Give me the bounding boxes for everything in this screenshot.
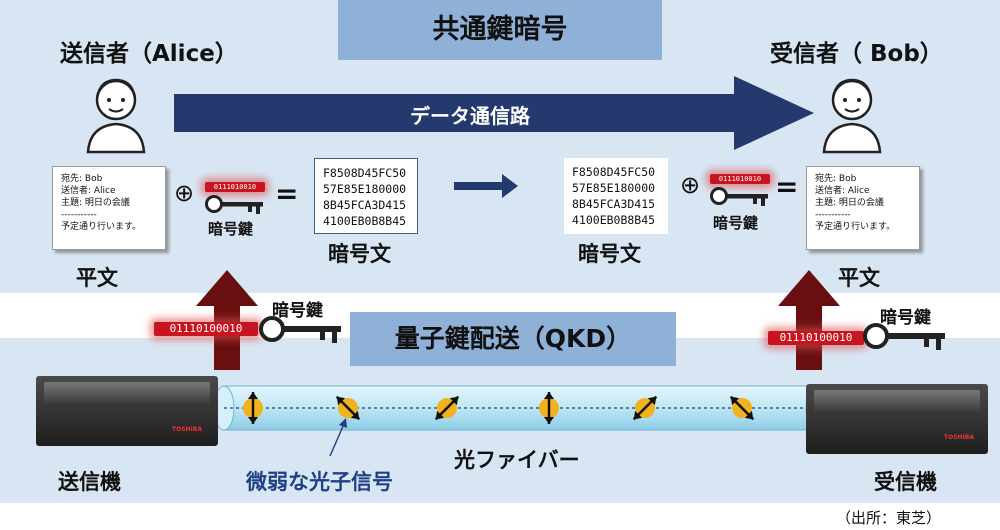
source-credit: （出所：東芝） <box>836 509 942 527</box>
qkd-key-label: 暗号鍵 <box>880 308 931 328</box>
key-icon <box>205 195 263 214</box>
cipher-line: 4100EB0B8B45 <box>572 213 656 227</box>
cipher-line: 4100EB0B8B45 <box>323 214 407 228</box>
qkd-title: 量子鍵配送（QKD） <box>350 312 676 366</box>
server-top-panel <box>814 390 980 412</box>
server-brand-logo: TOSHIBA <box>944 434 974 441</box>
receiver-plaintext-label: 平文 <box>838 266 880 290</box>
doc-line: ----------- <box>815 210 851 220</box>
sender-person-icon <box>86 78 146 154</box>
key-label: 暗号鍵 <box>713 214 759 232</box>
photon <box>335 395 361 421</box>
photon-pointer <box>329 418 347 457</box>
receiver-plaintext-document: 宛先: Bob 送信者: Alice 主題: 明日の会議 -----------… <box>806 166 920 250</box>
key-bits: 0111010010 <box>710 174 770 184</box>
sender-plaintext-label: 平文 <box>76 266 118 290</box>
key-label: 暗号鍵 <box>208 220 254 238</box>
cipher-line: 57E85E180000 <box>572 181 656 195</box>
polarization-arrow <box>729 395 755 421</box>
key-bits: 0111010010 <box>205 182 265 192</box>
doc-line: 宛先: Bob <box>61 174 103 184</box>
receiver-label: 受信者（ Bob） <box>770 41 943 67</box>
key-icon <box>710 187 768 206</box>
polarization-arrow <box>248 392 258 424</box>
receiver-ciphertext-box: F8508D45FC50 57E85E180000 8B45FCA3D415 4… <box>564 158 668 234</box>
qkd-key-bits: 01110100010 <box>154 322 258 336</box>
server-brand-logo: TOSHIBA <box>172 426 202 433</box>
doc-line: 予定通り行います。 <box>61 222 142 232</box>
symmetric-crypto-title: 共通鍵暗号 <box>338 0 662 60</box>
data-channel-arrow <box>174 76 814 150</box>
key-delivery-up-arrow-left <box>196 270 258 370</box>
doc-line: ----------- <box>61 210 97 220</box>
sender-device-label: 送信機 <box>58 470 121 494</box>
photon <box>632 395 658 421</box>
server-top-panel <box>44 382 210 404</box>
qkd-key-label: 暗号鍵 <box>272 301 323 321</box>
doc-line: 送信者: Alice <box>815 186 870 196</box>
cipher-line: 8B45FCA3D415 <box>572 197 656 211</box>
data-channel-label: データ通信路 <box>410 104 530 128</box>
equals-symbol: = <box>275 177 299 210</box>
sender-ciphertext-label: 暗号文 <box>328 242 391 266</box>
cipher-line: F8508D45FC50 <box>572 165 656 179</box>
cipher-line: 8B45FCA3D415 <box>323 198 407 212</box>
photon <box>243 392 263 424</box>
polarization-arrow <box>632 395 658 421</box>
xor-symbol: ⊕ <box>174 179 195 207</box>
photon <box>729 395 755 421</box>
qkd-key-icon <box>863 323 945 350</box>
receiver-device-label: 受信機 <box>874 470 937 494</box>
fiber-label: 光ファイバー <box>454 448 580 472</box>
sender-ciphertext-box: F8508D45FC50 57E85E180000 8B45FCA3D415 4… <box>314 158 418 234</box>
receiver-person-icon <box>822 78 882 154</box>
key-delivery-up-arrow-right <box>778 270 840 370</box>
sender-device-server: TOSHIBA <box>36 376 218 446</box>
polarization-arrow <box>434 395 460 421</box>
cipher-line: 57E85E180000 <box>323 182 407 196</box>
sender-plaintext-document: 宛先: Bob 送信者: Alice 主題: 明日の会議 -----------… <box>52 166 166 250</box>
doc-line: 宛先: Bob <box>815 174 857 184</box>
photon <box>539 392 559 424</box>
doc-line: 主題: 明日の会議 <box>815 198 884 208</box>
xor-symbol: ⊕ <box>680 171 701 199</box>
doc-line: 主題: 明日の会議 <box>61 198 130 208</box>
receiver-ciphertext-label: 暗号文 <box>578 242 641 266</box>
doc-line: 予定通り行います。 <box>815 222 896 232</box>
qkd-key-icon <box>259 316 341 343</box>
equals-symbol: = <box>775 170 799 203</box>
doc-line: 送信者: Alice <box>61 186 116 196</box>
sender-label: 送信者（Alice） <box>60 41 238 67</box>
qkd-key-bits: 01110100010 <box>768 331 864 345</box>
cipher-line: F8508D45FC50 <box>323 166 407 180</box>
photon-signal-label: 微弱な光子信号 <box>246 470 393 494</box>
photon <box>434 395 460 421</box>
polarization-arrow <box>544 392 554 424</box>
transfer-arrow <box>454 174 518 198</box>
polarization-arrow <box>335 395 361 421</box>
receiver-device-server: TOSHIBA <box>806 384 988 454</box>
